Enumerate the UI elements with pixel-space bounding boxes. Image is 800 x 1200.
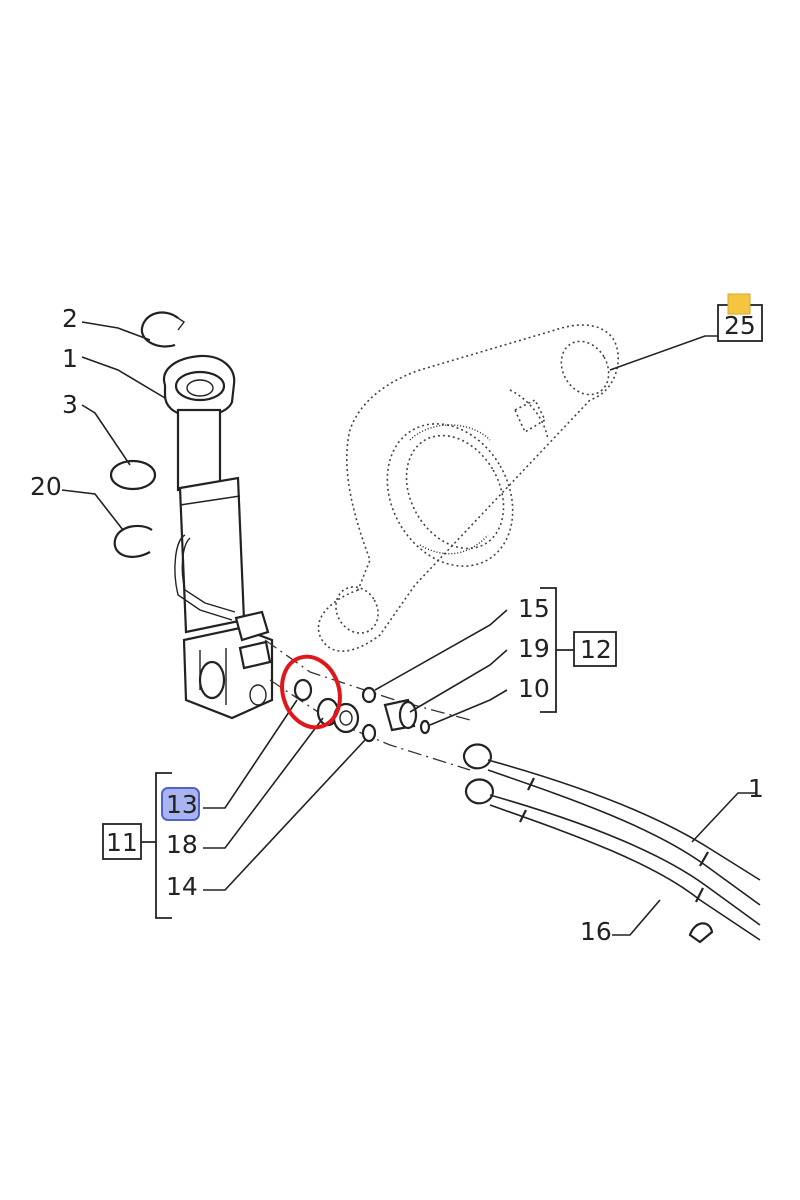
highlight-label-13 [161,787,200,821]
bracket-group-12 [540,587,574,713]
pivot-pin [162,354,274,720]
bracket-casting [317,324,619,652]
label-part-1: 1 [62,344,78,373]
label-part-13: 13 [166,790,198,819]
leader-lines [61,321,757,936]
label-part-17: 1 [748,774,764,803]
box-label-11 [102,823,142,860]
axis-line-upper [264,639,471,721]
label-part-3: 3 [62,390,78,419]
box-label-12 [573,631,617,667]
circlip-2 [140,311,179,348]
o-ring-3 [109,459,157,491]
label-part-16: 16 [580,917,612,946]
hoses [462,743,761,944]
label-part-2: 2 [62,304,78,333]
bracket-group-11 [140,772,172,919]
label-part-12: 12 [580,635,612,664]
label-part-15: 15 [518,594,550,623]
label-part-14: 14 [166,872,198,901]
highlight-ring [280,654,342,730]
label-part-11: 11 [106,828,138,857]
label-part-25: 25 [724,311,756,340]
label-part-19: 19 [518,634,550,663]
marker-square [727,293,751,315]
circlip-20 [113,524,153,558]
label-part-20: 20 [30,472,62,501]
label-part-18: 18 [166,830,198,859]
label-part-10: 10 [518,674,550,703]
